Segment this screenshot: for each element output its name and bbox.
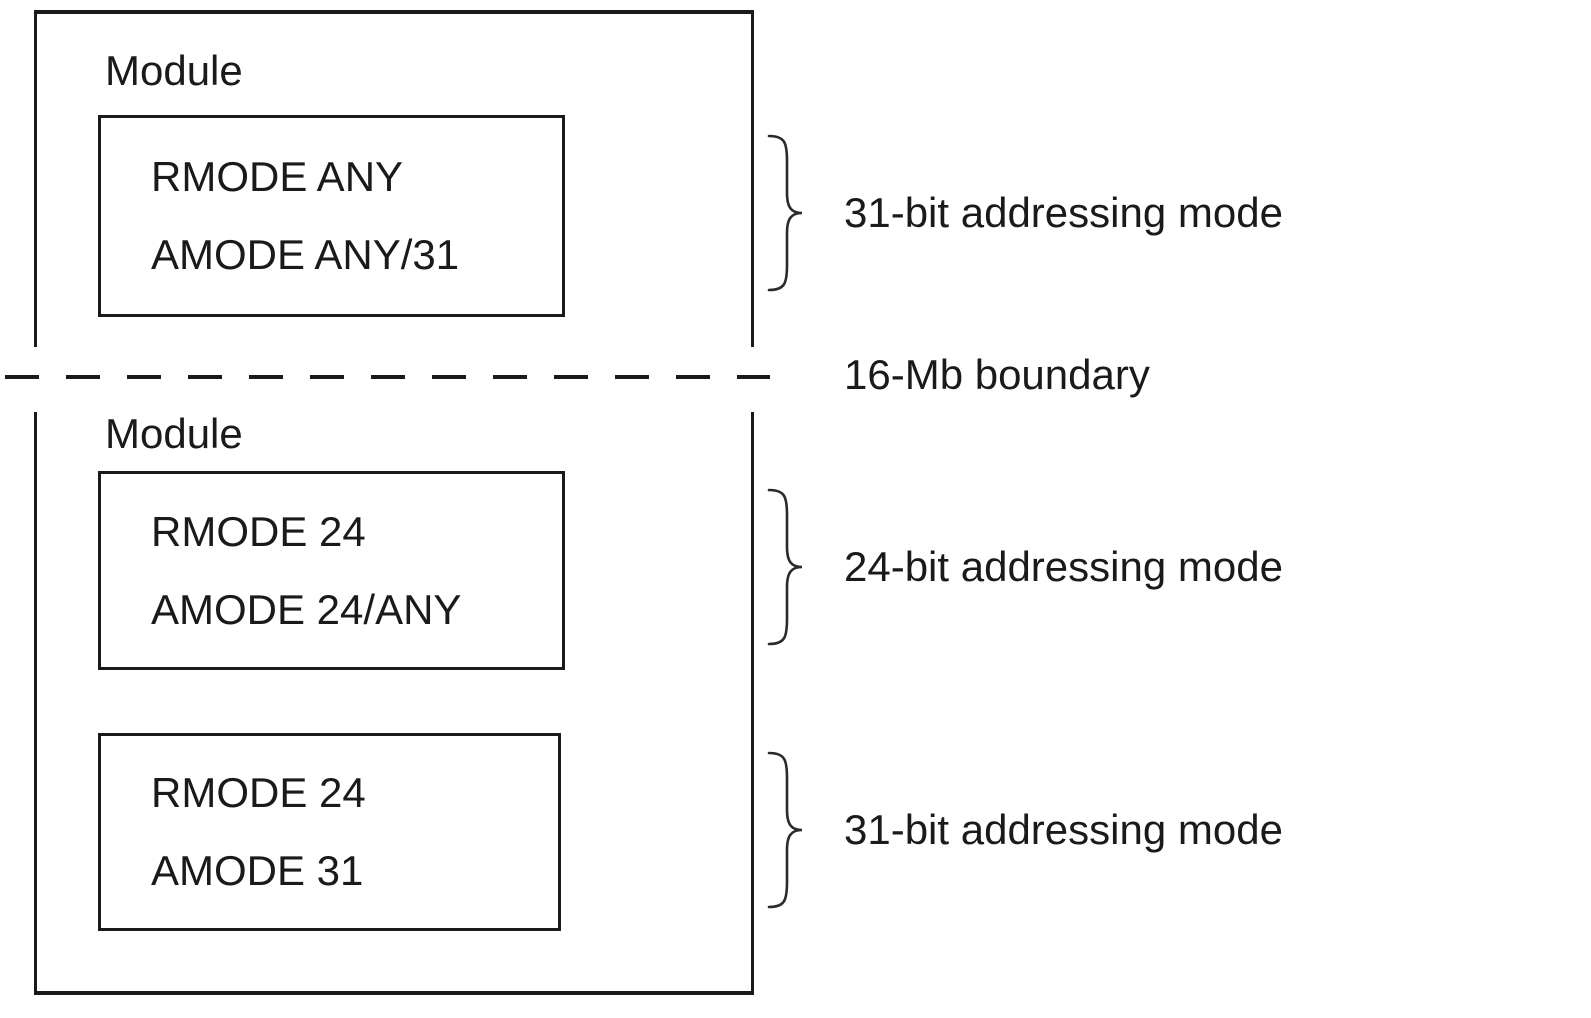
annotation-24-bit-addressing: 24-bit addressing mode bbox=[844, 543, 1283, 590]
amode-24-any-label: AMODE 24/ANY bbox=[151, 585, 462, 633]
annotation-31-bit-addressing-top: 31-bit addressing mode bbox=[844, 189, 1283, 236]
curly-brace-icon bbox=[765, 750, 805, 910]
module-container-below-boundary bbox=[34, 412, 754, 995]
rmode-any-label: RMODE ANY bbox=[151, 153, 404, 200]
curly-brace-icon bbox=[765, 133, 805, 293]
module-title-below-boundary: Module bbox=[105, 410, 243, 457]
boundary-dashed-line bbox=[5, 375, 770, 379]
module-title-above-boundary: Module bbox=[105, 47, 243, 94]
rmode-24-label-2: RMODE 24 bbox=[151, 769, 366, 816]
amode-any-31-label: AMODE ANY/31 bbox=[151, 231, 460, 278]
annotation-31-bit-addressing-bottom: 31-bit addressing mode bbox=[844, 806, 1283, 853]
amode-31-label: AMODE 31 bbox=[151, 847, 364, 894]
module-container-above-boundary bbox=[34, 10, 754, 347]
load-module-box-rmode24-amode31: RMODE 24 AMODE 31 bbox=[98, 733, 561, 931]
rmode-24-label-1: RMODE 24 bbox=[151, 507, 366, 555]
boundary-label: 16-Mb boundary bbox=[844, 351, 1150, 398]
load-module-box-rmode-any: RMODE ANY AMODE ANY/31 bbox=[98, 115, 565, 317]
curly-brace-icon bbox=[765, 487, 805, 647]
load-module-box-rmode24-amode24any: RMODE 24 AMODE 24/ANY bbox=[98, 471, 565, 670]
